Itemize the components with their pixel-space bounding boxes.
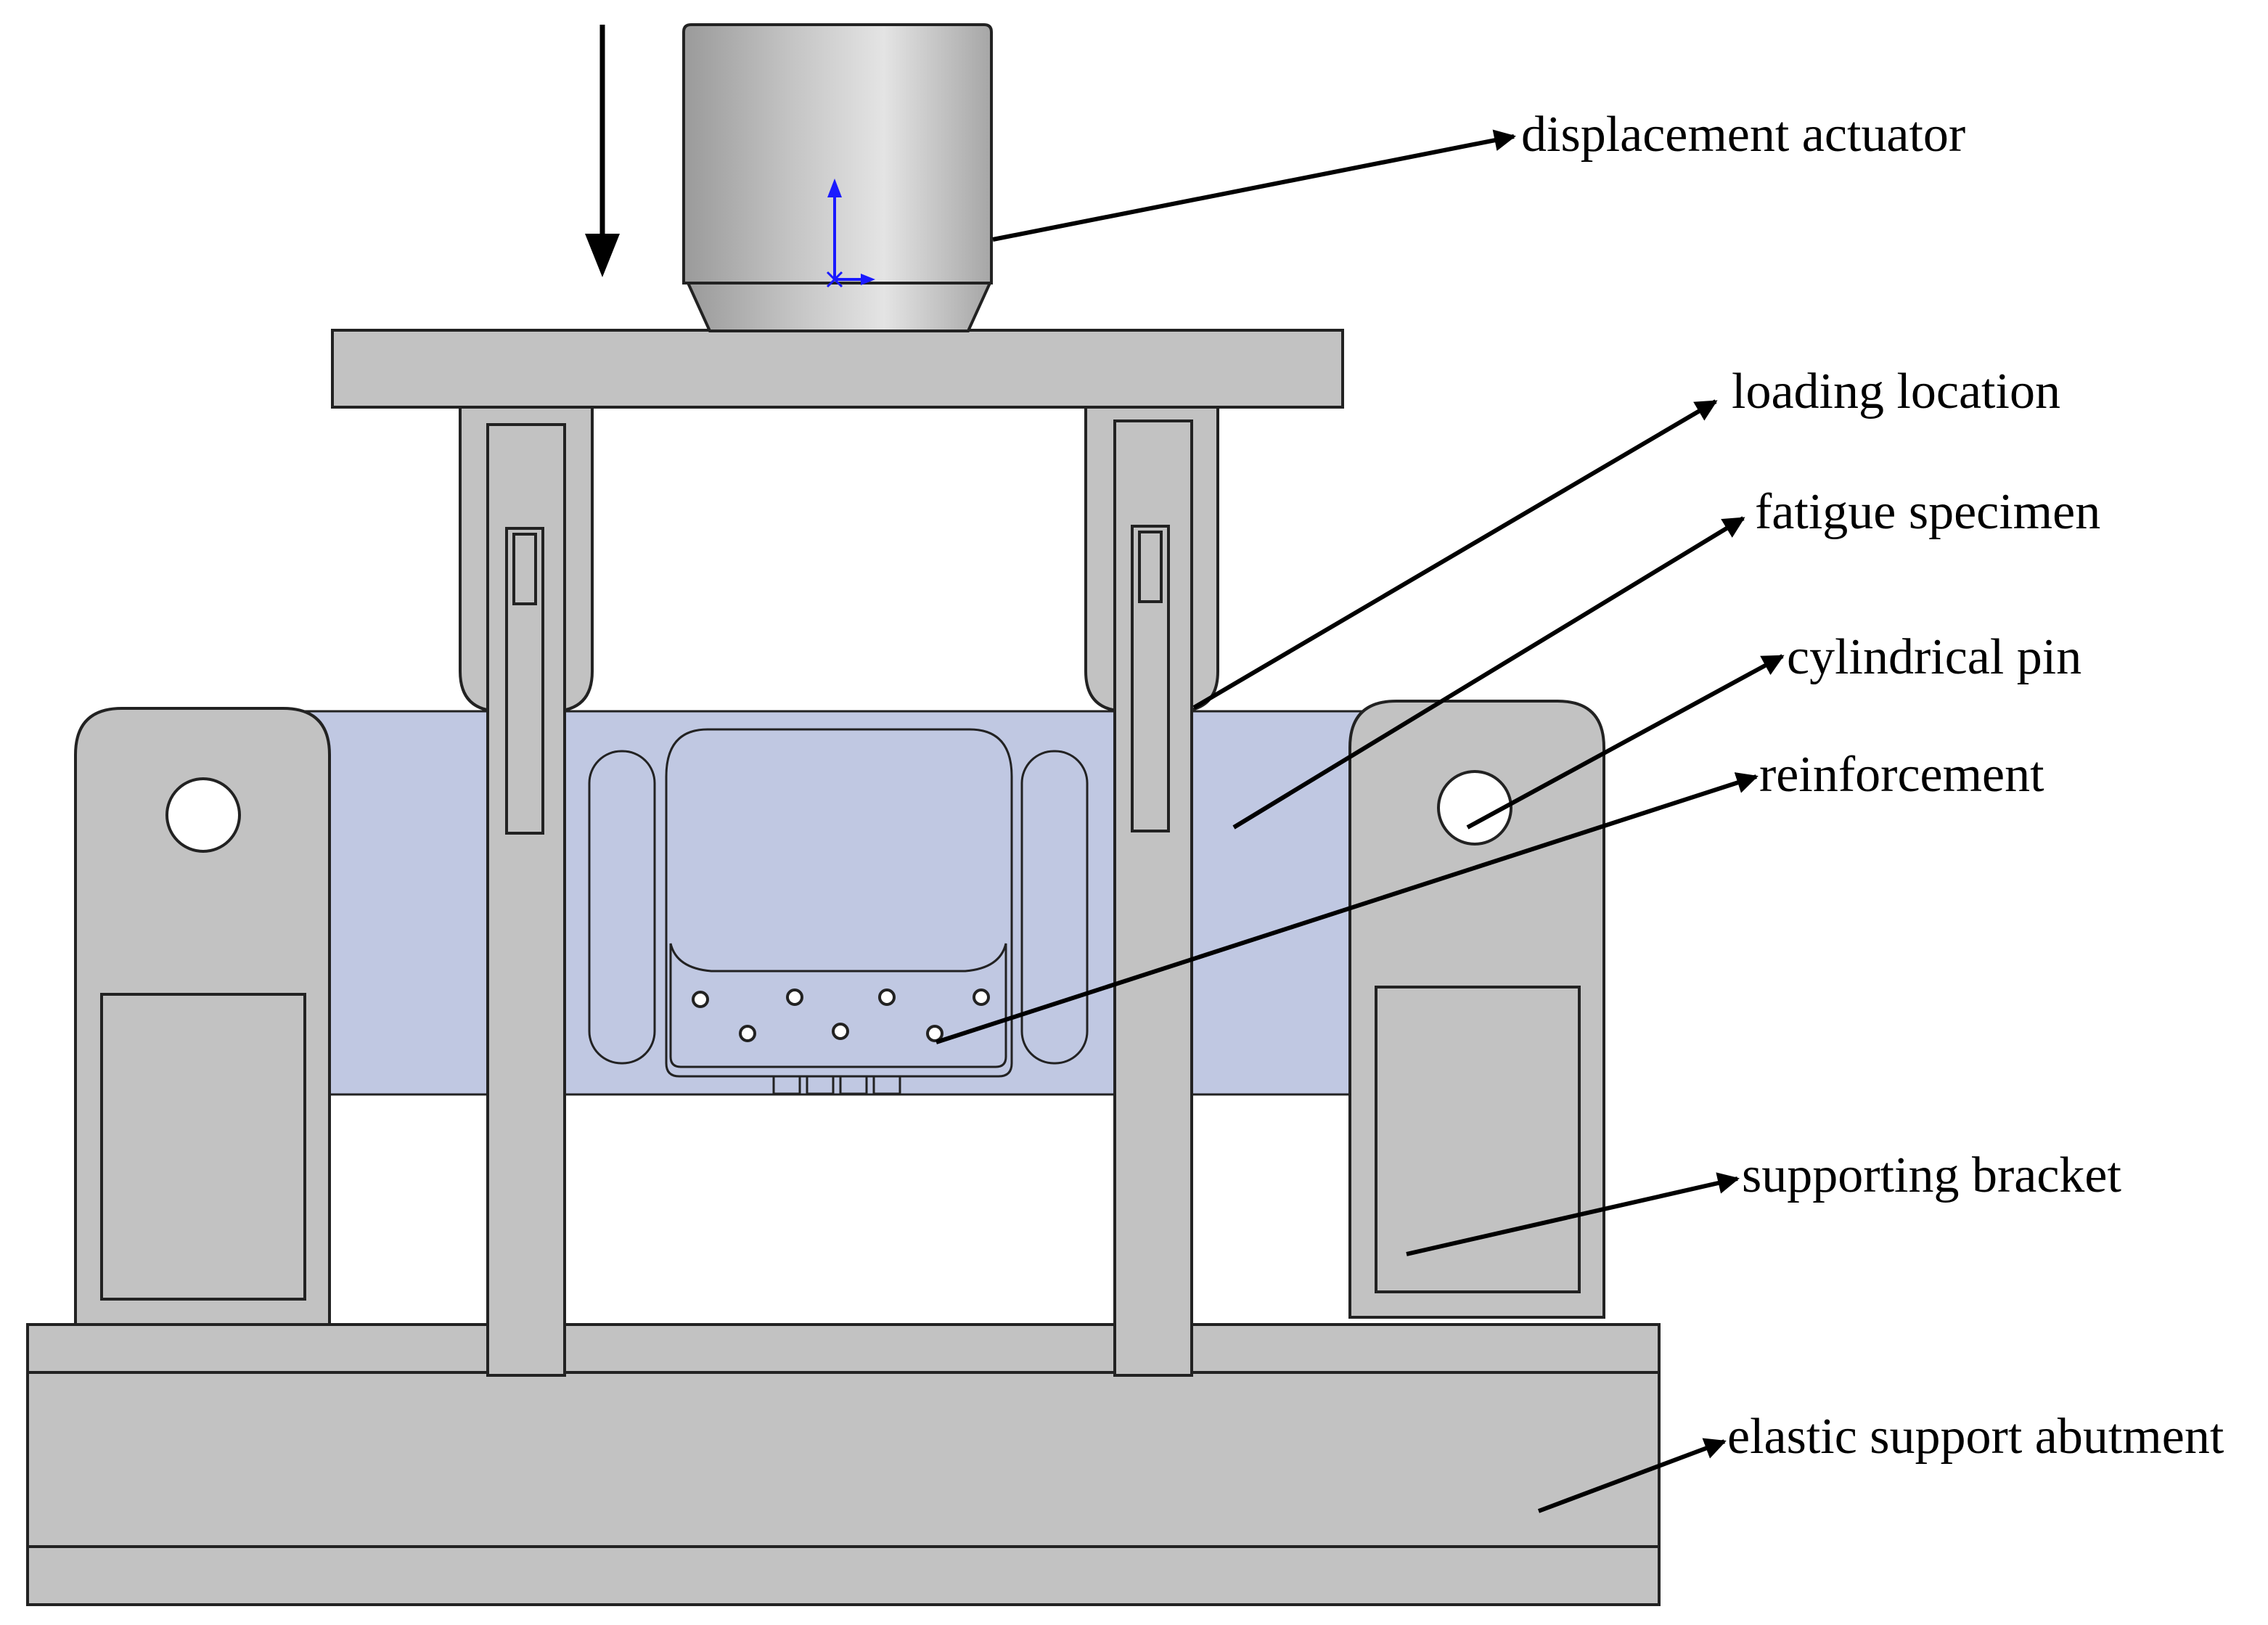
displacement-actuator [682, 23, 993, 332]
leader-cylindrical-pin [1466, 654, 1785, 830]
supporting-bracket-left [74, 707, 331, 1326]
leader-elastic-support-abutment [1537, 1438, 1727, 1513]
leader-lines [936, 129, 1785, 1513]
elastic-support-abutment [26, 1323, 1661, 1606]
label-fatigue-specimen: fatigue specimen [1755, 484, 2100, 540]
supporting-bracket-right [1348, 700, 1605, 1319]
leader-supporting-bracket [1406, 1172, 1740, 1256]
label-elastic-support-abutment: elastic support abutment [1727, 1409, 2224, 1465]
label-displacement-actuator: displacement actuator [1521, 107, 1965, 163]
fatigue-specimen [289, 710, 1424, 1096]
down-arrow-icon [585, 25, 620, 277]
label-loading-location: loading location [1732, 364, 2060, 419]
leader-displacement-actuator [992, 129, 1516, 242]
leader-loading-location [1192, 399, 1718, 710]
label-reinforcement: reinforcement [1759, 747, 2044, 803]
leader-reinforcement [936, 772, 1759, 1044]
leader-fatigue-specimen [1232, 516, 1745, 830]
reinforcement [692, 988, 990, 1042]
axis-triad-icon [826, 179, 875, 288]
loading-frame [331, 329, 1344, 1377]
label-supporting-bracket: supporting bracket [1742, 1147, 2121, 1203]
labels: displacement actuator loading location f… [1521, 107, 2224, 1465]
cylindrical-pin-left [165, 777, 241, 853]
reinforcement-bolt-feet [772, 1075, 901, 1095]
label-cylindrical-pin: cylindrical pin [1787, 629, 2081, 685]
cylindrical-pin-right [1437, 770, 1512, 846]
